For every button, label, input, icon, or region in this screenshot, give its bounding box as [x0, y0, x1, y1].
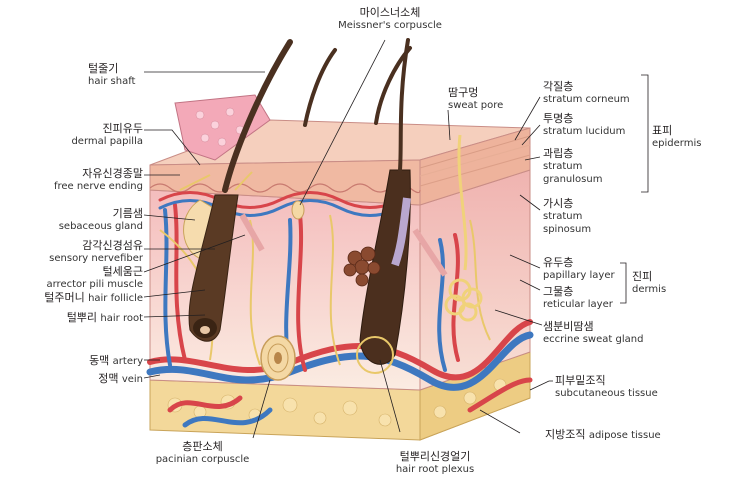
label-en: granulosum	[543, 174, 603, 185]
label-en: adipose tissue	[588, 430, 661, 441]
label-ko: 털뿌리	[66, 311, 98, 324]
label-en: hair shaft	[88, 76, 136, 87]
label-ko: 털세움근	[102, 265, 143, 278]
label-en: hair root plexus	[395, 464, 475, 475]
label-ko: 각질층	[543, 80, 574, 93]
label-ko: 샘분비땀샘	[543, 320, 594, 333]
label-en: spinosum	[543, 224, 592, 235]
label-free-nerve-ending: 자유신경종말 free nerve ending	[30, 167, 143, 193]
label-ko: 그물층	[543, 285, 574, 298]
label-ko: 정맥	[98, 372, 119, 385]
label-ko: 층판소체	[182, 440, 223, 453]
label-reticular-layer: 그물층 reticular layer	[543, 285, 613, 311]
label-en: sensory nervefiber	[49, 253, 143, 264]
label-en: hair root	[100, 313, 143, 324]
label-ko: 기름샘	[112, 207, 143, 220]
label-hair-shaft: 털줄기 hair shaft	[88, 62, 135, 88]
label-ko: 마이스너소체	[359, 6, 421, 19]
label-dermis: 진피 dermis	[632, 270, 666, 296]
label-dermal-papilla: 진피유두 dermal papilla	[40, 122, 143, 148]
label-en: pacinian corpuscle	[155, 454, 250, 465]
label-pacinian-corpuscle: 층판소체 pacinian corpuscle	[150, 440, 255, 466]
label-sweat-pore: 땀구멍 sweat pore	[448, 86, 503, 112]
label-en: epidermis	[652, 138, 702, 149]
label-en: subcutaneous tissue	[555, 388, 658, 399]
label-ko: 피부밑조직	[555, 374, 606, 387]
hair-follicle-left	[188, 194, 265, 342]
label-hair-follicle: 털주머니 hair follicle	[20, 291, 143, 305]
meissner-corpuscle	[291, 200, 305, 220]
label-ko: 동맥	[89, 354, 110, 367]
label-en: stratum lucidum	[543, 126, 626, 137]
label-ko: 지방조직	[545, 428, 586, 441]
label-ko: 감각신경섬유	[82, 239, 143, 252]
label-en: sweat pore	[448, 100, 504, 111]
eccrine-sweat-gland	[444, 134, 483, 322]
pacinian-corpuscle	[260, 335, 296, 381]
label-ko: 털뿌리신경얼기	[399, 450, 471, 463]
label-stratum-lucidum: 투명층 stratum lucidum	[543, 112, 625, 138]
label-papillary-layer: 유두층 papillary layer	[543, 256, 615, 282]
hair-follicle-right	[343, 38, 448, 374]
leader-lines	[143, 39, 649, 439]
label-en: stratum	[543, 211, 583, 222]
label-en: artery	[112, 356, 143, 367]
label-artery: 동맥 artery	[40, 354, 143, 368]
label-stratum-granulosum: 과립층 stratum granulosum	[543, 147, 602, 186]
label-ko: 땀구멍	[448, 86, 479, 99]
label-en: reticular layer	[543, 299, 613, 310]
label-sensory-nervefiber: 감각신경섬유 sensory nervefiber	[20, 239, 143, 265]
label-stratum-corneum: 각질층 stratum corneum	[543, 80, 630, 106]
label-en: Meissner's corpuscle	[338, 20, 442, 31]
label-adipose-tissue: 지방조직 adipose tissue	[545, 428, 661, 442]
label-en: dermis	[632, 284, 667, 295]
label-en: stratum corneum	[543, 94, 630, 105]
label-en: hair follicle	[88, 293, 143, 304]
label-ko: 진피유두	[102, 122, 143, 135]
label-hair-root-plexus: 털뿌리신경얼기 hair root plexus	[380, 450, 490, 476]
label-ko: 털줄기	[88, 62, 119, 75]
label-subcutaneous-tissue: 피부밑조직 subcutaneous tissue	[555, 374, 658, 400]
label-stratum-spinosum: 가시층 stratum spinosum	[543, 197, 591, 236]
label-en: papillary layer	[543, 270, 615, 281]
label-ko: 유두층	[543, 256, 574, 269]
label-en: free nerve ending	[53, 181, 143, 192]
label-vein: 정맥 vein	[40, 372, 143, 386]
label-eccrine-sweat-gland: 샘분비땀샘 eccrine sweat gland	[543, 320, 643, 346]
label-arrector-pili: 털세움근 arrector pili muscle	[20, 265, 143, 291]
label-en: dermal papilla	[71, 136, 143, 147]
label-sebaceous-gland: 기름샘 sebaceous gland	[40, 207, 143, 233]
hair-shaft	[222, 39, 293, 193]
label-ko: 표피	[652, 124, 673, 137]
label-ko: 자유신경종말	[82, 167, 143, 180]
label-en: sebaceous gland	[58, 221, 143, 232]
label-hair-root: 털뿌리 hair root	[20, 311, 143, 325]
label-en: vein	[121, 374, 143, 385]
label-ko: 털주머니	[44, 291, 85, 304]
label-en: arrector pili muscle	[46, 279, 143, 290]
label-epidermis: 표피 epidermis	[652, 124, 701, 150]
label-ko: 가시층	[543, 197, 574, 210]
surface-hairs	[303, 46, 412, 127]
label-en: eccrine sweat gland	[543, 334, 644, 345]
label-meissner: 마이스너소체 Meissner's corpuscle	[335, 6, 445, 32]
label-ko: 투명층	[543, 112, 574, 125]
label-en: stratum	[543, 161, 583, 172]
label-ko: 진피	[632, 270, 653, 283]
label-ko: 과립층	[543, 147, 574, 160]
